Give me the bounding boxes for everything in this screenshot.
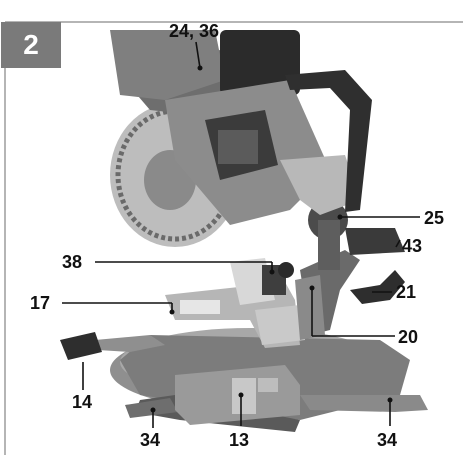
callout-21: 21	[396, 282, 416, 302]
leader-20-dot	[309, 285, 315, 291]
figure-number-badge: 2	[1, 22, 61, 68]
leader-25-dot	[337, 214, 343, 220]
saw-arm	[295, 200, 405, 340]
leader-17-dot	[169, 309, 175, 315]
callout-38: 38	[62, 252, 82, 272]
callout-labels: 24, 36 25 43 38 21 17 20 14 34 13 34	[30, 21, 444, 450]
callout-34-right: 34	[377, 430, 397, 450]
callout-20: 20	[398, 327, 418, 347]
callout-34-left: 34	[140, 430, 160, 450]
leader-34b-dot	[387, 397, 393, 403]
callout-14: 14	[72, 392, 92, 412]
leader-43	[395, 239, 401, 248]
leader-13-dot	[238, 392, 244, 398]
leader-38-dot	[269, 269, 275, 275]
saw-fence	[165, 258, 305, 348]
leader-34a-dot	[150, 407, 156, 413]
callout-24-36: 24, 36	[169, 21, 219, 41]
saw-head	[110, 30, 372, 247]
callout-13: 13	[229, 430, 249, 450]
callout-17: 17	[30, 293, 50, 313]
leader-lines	[62, 41, 420, 428]
saw-base	[60, 328, 428, 432]
leader-24-36-dot	[197, 65, 203, 71]
leader-24-36	[195, 41, 201, 69]
callout-25: 25	[424, 208, 444, 228]
callout-43: 43	[402, 236, 422, 256]
